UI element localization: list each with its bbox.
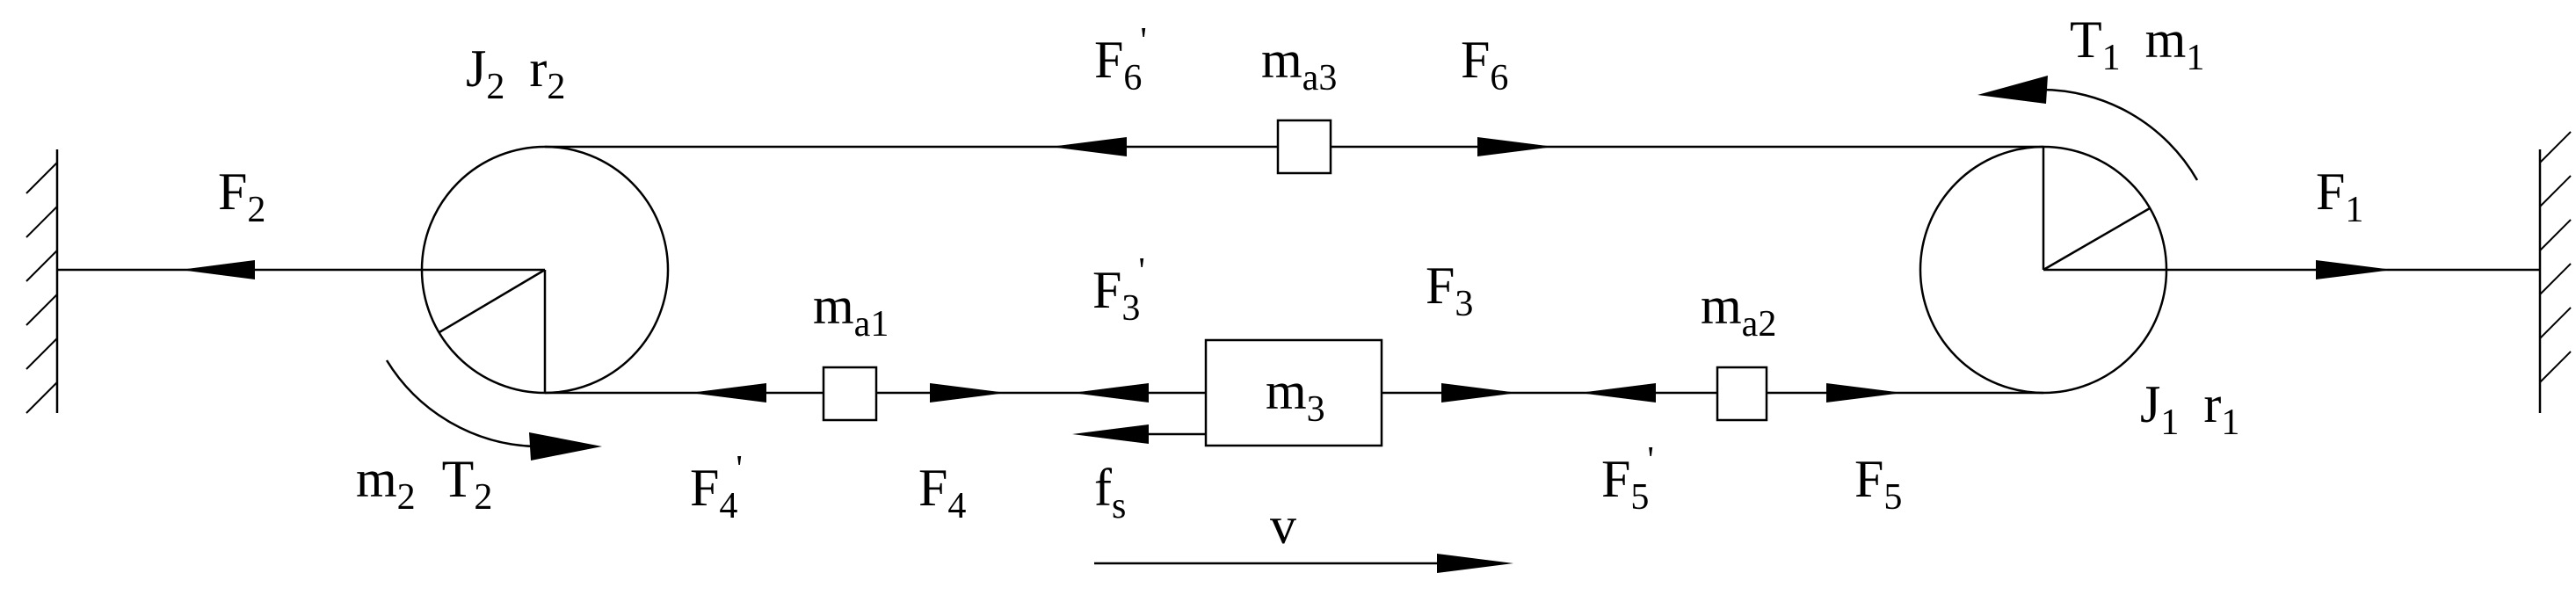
- arrow-F4: [930, 383, 1006, 403]
- label-F4p: F4': [690, 449, 743, 526]
- label-F1: F1: [2316, 163, 2363, 230]
- mass-ma2-box: [1716, 366, 1768, 422]
- arrow-F3p: [1072, 383, 1149, 403]
- mass-ma3-box: [1276, 119, 1332, 175]
- label-F5: F5: [1854, 450, 1902, 518]
- label-ma1: ma1: [813, 277, 889, 345]
- label-F6p: F6': [1094, 21, 1147, 98]
- mass-ma1-box: [822, 366, 878, 422]
- arrow-F2: [180, 260, 255, 279]
- left-wall: [25, 149, 59, 414]
- arrow-F6: [1477, 137, 1554, 156]
- label-F4: F4: [918, 459, 966, 526]
- label-v: v: [1270, 497, 1296, 555]
- label-m3: m3: [1266, 362, 1325, 430]
- arrow-F6p: [1050, 137, 1127, 156]
- right-wall: [2538, 131, 2572, 413]
- arrow-F5p: [1579, 383, 1656, 403]
- arrow-F1: [2316, 260, 2392, 279]
- arrow-fs: [1072, 424, 1206, 444]
- label-ma3: ma3: [1261, 31, 1337, 98]
- label-F3: F3: [1426, 257, 1473, 324]
- mass-m3-box: [1204, 338, 1383, 447]
- label-ma2: ma2: [1701, 277, 1776, 345]
- arrow-F4p: [690, 383, 766, 403]
- torque-T2-arc: [385, 359, 602, 461]
- label-fs: fs: [1094, 459, 1126, 526]
- label-F5p: F5': [1601, 440, 1654, 518]
- label-F2: F2: [218, 163, 265, 230]
- label-F3p: F3': [1092, 251, 1145, 329]
- arrow-v: [1094, 554, 1513, 573]
- label-F6: F6: [1461, 31, 1508, 98]
- arrow-F5: [1826, 383, 1903, 403]
- arrow-F3: [1441, 383, 1518, 403]
- torque-T1-arc: [1977, 76, 2199, 181]
